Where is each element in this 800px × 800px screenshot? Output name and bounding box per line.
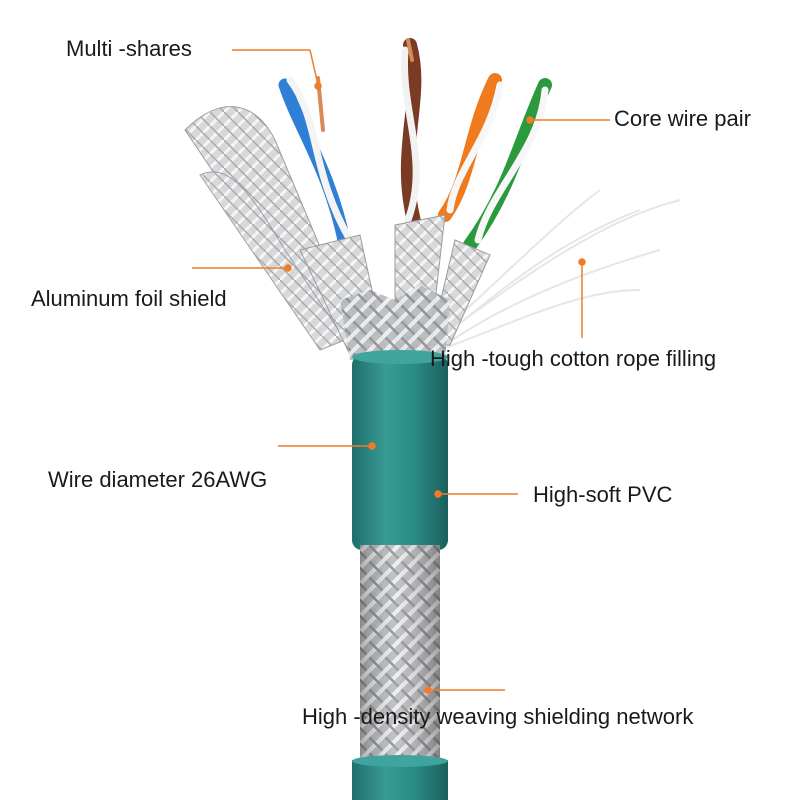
label-cotton-rope-filling: High -tough cotton rope filling <box>430 346 717 371</box>
leader-multi-shares <box>232 49 322 90</box>
core-wire-pairs <box>278 38 552 252</box>
leader-aluminum-foil <box>192 264 292 272</box>
lower-jacket <box>352 755 448 800</box>
label-multi-shares: Multi -shares <box>66 36 192 61</box>
label-high-soft-pvc: High-soft PVC <box>533 482 673 507</box>
label-aluminum-foil-shield: Aluminum foil shield <box>31 286 227 311</box>
leader-weaving-shield <box>424 686 505 694</box>
leader-core-wire-pair <box>526 116 610 124</box>
leader-lines <box>192 49 610 694</box>
label-core-wire-pair: Core wire pair <box>614 106 751 131</box>
leader-high-soft-pvc <box>434 490 518 498</box>
label-wire-diameter: Wire diameter 26AWG <box>48 467 268 492</box>
label-weaving-shield: High -density weaving shielding network <box>302 704 694 729</box>
leader-wire-diameter <box>278 442 376 450</box>
braid-fray <box>340 285 450 360</box>
cotton-rope-filling <box>439 189 681 351</box>
leader-cotton-rope <box>578 258 586 338</box>
braided-shield <box>360 545 440 765</box>
pvc-jacket <box>352 350 448 550</box>
